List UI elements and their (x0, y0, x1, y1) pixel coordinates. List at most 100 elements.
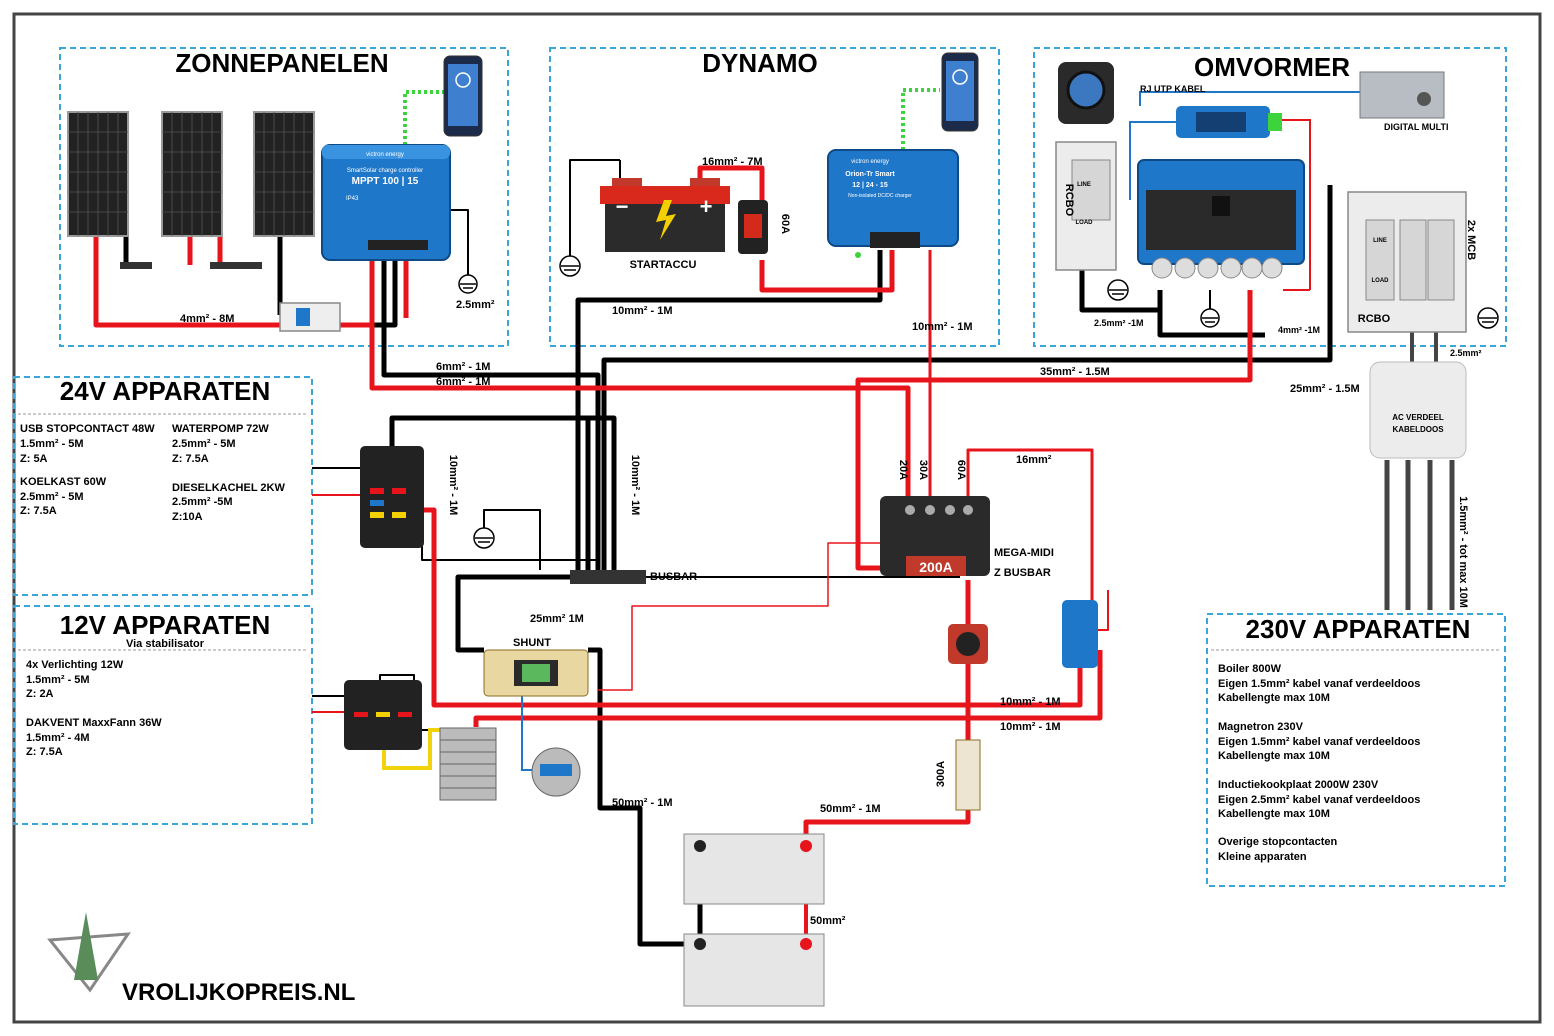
list-item: DIESELKACHEL 2KW (172, 482, 285, 494)
starter-battery: − + (600, 178, 730, 252)
wires-black (123, 159, 1333, 947)
rj-utp-cable (1176, 106, 1282, 138)
svg-text:Orion-Tr Smart: Orion-Tr Smart (845, 171, 895, 178)
list-item: Eigen 1.5mm² kabel vanaf verdeeldoos (1218, 678, 1420, 690)
fuse-20a-label: 20A (897, 460, 909, 480)
cable-label: 2.5mm² (456, 299, 495, 311)
rcbo-breaker: LINE LOAD (1055, 141, 1117, 271)
svg-text:SmartSolar charge controller: SmartSolar charge controller (347, 168, 423, 174)
title-24v: 24V APPARATEN (60, 376, 270, 406)
ac-distribution-box: AC VERDEEL KABELDOOS (1369, 361, 1467, 459)
mega-midi-busbar: 200A (880, 496, 990, 576)
shore-power-inlet (1058, 62, 1114, 124)
ground-icon (1107, 279, 1129, 301)
fuse-30a-label: 30A (917, 460, 929, 480)
logo-tree-icon (47, 912, 131, 993)
fuse-60a-label: 60A (779, 214, 791, 234)
rj-utp-label: RJ UTP KABEL (1140, 84, 1206, 94)
leisure-battery-1 (683, 833, 825, 905)
fuse-60a-b-label: 60A (955, 460, 967, 480)
mega-midi-label: MEGA-MIDI (994, 547, 1054, 559)
list-item: WATERPOMP 72W (172, 423, 269, 435)
box-24v (13, 376, 313, 596)
cable-label: 16mm² - 7M (702, 156, 763, 168)
cable-label: 6mm² - 1M (436, 376, 490, 388)
cable-label: 10mm² - 1M (447, 455, 459, 516)
orion-dc-dc-charger: victron energy Orion-Tr Smart 12 | 24 - … (827, 149, 959, 258)
cable-label: 6mm² - 1M (436, 361, 490, 373)
busbar-label: BUSBAR (650, 571, 697, 583)
svg-text:−: − (616, 194, 629, 219)
cable-label: 25mm² 1M (530, 613, 584, 625)
cable-label: 10mm² - 1M (612, 305, 673, 317)
cable-label: 4mm² -1M (1278, 325, 1320, 335)
blue-smart-device (1062, 600, 1098, 668)
digital-multi-label: DIGITAL MULTI (1384, 122, 1449, 132)
list-item: Kabellengte max 10M (1218, 808, 1330, 820)
mega-midi-label-2: Z BUSBAR (994, 567, 1051, 579)
list-item: Eigen 2.5mm² kabel vanaf verdeeldoos (1218, 794, 1420, 806)
list-item: Z: 7.5A (172, 453, 209, 465)
cable-label: 10mm² - 1M (912, 321, 973, 333)
wires-red (93, 165, 1253, 944)
list-24v: USB STOPCONTACT 48W 1.5mm² - 5M Z: 5A KO… (20, 423, 285, 523)
cable-label: 16mm² (1016, 454, 1052, 466)
list-item: Z: 7.5A (20, 505, 57, 517)
svg-text:LINE: LINE (1373, 238, 1387, 244)
cable-label: 10mm² - 1M (629, 455, 641, 516)
title-12v: 12V APPARATEN (60, 610, 270, 640)
shunt (483, 649, 589, 697)
mcb-breaker: LINE LOAD (1347, 191, 1467, 333)
ground-icon (559, 255, 581, 277)
cable-label: 1.5mm² - tot max 10M (1457, 496, 1469, 608)
box-zonnepanelen (59, 47, 509, 347)
svg-text:IP43: IP43 (346, 196, 359, 202)
list-item: 2.5mm² - 5M (172, 438, 236, 450)
list-item: Z: 5A (20, 453, 48, 465)
startaccu-label: STARTACCU (630, 259, 697, 271)
title-zonnepanelen: ZONNEPANELEN (175, 48, 388, 78)
svg-text:MPPT 100 | 15: MPPT 100 | 15 (352, 176, 419, 187)
ground-icon (1200, 308, 1220, 328)
list-item: 4x Verlichting 12W (26, 659, 124, 671)
rcbo-label-2: RCBO (1358, 313, 1391, 325)
list-item: 1.5mm² - 5M (26, 674, 90, 686)
fuse-box-12v (344, 680, 422, 750)
list-item: 2.5mm² - 5M (20, 491, 84, 503)
cable-label: 4mm² - 8M (180, 313, 234, 325)
solar-panel-2 (161, 111, 223, 237)
rcbo-label: RCBO (1063, 184, 1075, 217)
battery-switch (948, 624, 988, 664)
mppt-charge-controller: victron energy SmartSolar charge control… (321, 144, 451, 261)
title-omvormer: OMVORMER (1194, 52, 1350, 82)
section-boxes (13, 47, 1507, 887)
cable-label: 25mm² - 1.5M (1290, 383, 1360, 395)
box-12v (13, 605, 313, 825)
mc4-connectors (120, 262, 262, 269)
svg-text:Non-isolated DC/DC charger: Non-isolated DC/DC charger (848, 193, 912, 199)
svg-text:victron energy: victron energy (366, 152, 404, 158)
busbar (570, 570, 646, 584)
cable-label: 10mm² - 1M (1000, 696, 1061, 708)
fuse-300a (955, 739, 981, 811)
solar-panel-1 (67, 111, 129, 237)
solar-breaker (279, 302, 341, 332)
box-dynamo (549, 47, 1000, 347)
cable-label: 2.5mm² (1450, 348, 1482, 358)
list-item: 1.5mm² - 4M (26, 732, 90, 744)
leisure-battery-2 (683, 933, 825, 1007)
list-item: KOELKAST 60W (20, 476, 107, 488)
svg-text:12 | 24 - 15: 12 | 24 - 15 (852, 182, 888, 189)
battery-monitor-display (531, 747, 581, 797)
list-item: 1.5mm² - 5M (20, 438, 84, 450)
cable-label: 35mm² - 1.5M (1040, 366, 1110, 378)
ground-icon (1477, 307, 1499, 329)
shunt-label: SHUNT (513, 637, 551, 649)
site-name: VROLIJKOPREIS.NL (122, 979, 355, 1006)
title-dynamo: DYNAMO (702, 48, 818, 78)
svg-text:LOAD: LOAD (1372, 278, 1390, 284)
fuse-300a-label: 300A (935, 761, 947, 787)
list-item: Overige stopcontacten (1218, 836, 1337, 848)
list-item: Eigen 1.5mm² kabel vanaf verdeeldoos (1218, 736, 1420, 748)
title-230v: 230V APPARATEN (1246, 614, 1471, 644)
